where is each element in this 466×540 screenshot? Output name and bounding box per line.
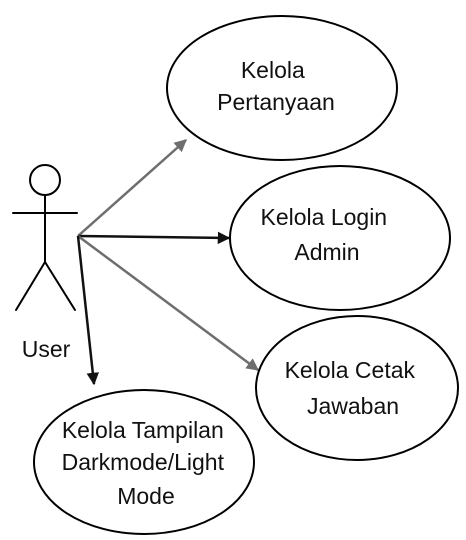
- actor-head: [29, 164, 61, 196]
- use-case-kelola-cetak-jawaban: Kelola Cetak Jawaban: [255, 315, 459, 461]
- use-case-ellipse: [255, 315, 459, 461]
- use-case-label: Kelola Login Admin: [261, 204, 394, 265]
- use-case-label-line: Pertanyaan: [217, 89, 335, 115]
- use-case-label: Kelola Tampilan Darkmode/Light Mode: [62, 417, 231, 509]
- actor-label: User: [22, 336, 71, 362]
- association-user-kelola-tampilan: [76, 235, 100, 386]
- use-case-ellipse: [33, 389, 255, 535]
- use-case-ellipse: [166, 15, 398, 161]
- use-case-label-line: Kelola Cetak: [285, 357, 416, 383]
- use-case-label-line: Admin: [294, 239, 359, 265]
- use-case-ellipse: [229, 165, 451, 311]
- use-case-label-line: Kelola: [241, 57, 305, 83]
- use-case-kelola-tampilan-darkmode-light-mode: Kelola Tampilan Darkmode/Light Mode: [33, 389, 255, 535]
- use-case-kelola-pertanyaan: Kelola Pertanyaan: [166, 15, 398, 161]
- use-case-label-line: Jawaban: [307, 393, 399, 419]
- association-user-kelola-login-admin: [77, 231, 231, 245]
- association-user-kelola-cetak-jawaban: [77, 234, 260, 372]
- use-case-label-line: Mode: [117, 483, 175, 509]
- use-case-label-line: Kelola Tampilan: [62, 417, 224, 443]
- use-case-label-line: Darkmode/Light: [62, 449, 225, 475]
- association-user-kelola-pertanyaan: [77, 139, 187, 237]
- use-case-label: Kelola Pertanyaan: [217, 57, 335, 115]
- use-case-kelola-login-admin: Kelola Login Admin: [229, 165, 451, 311]
- use-case-label-line: Kelola Login: [261, 204, 388, 230]
- associations: [76, 139, 260, 386]
- actor-left-leg: [15, 261, 46, 311]
- use-case-label: Kelola Cetak Jawaban: [285, 357, 422, 419]
- actor-user: User: [12, 164, 78, 362]
- actor-right-leg: [44, 261, 76, 311]
